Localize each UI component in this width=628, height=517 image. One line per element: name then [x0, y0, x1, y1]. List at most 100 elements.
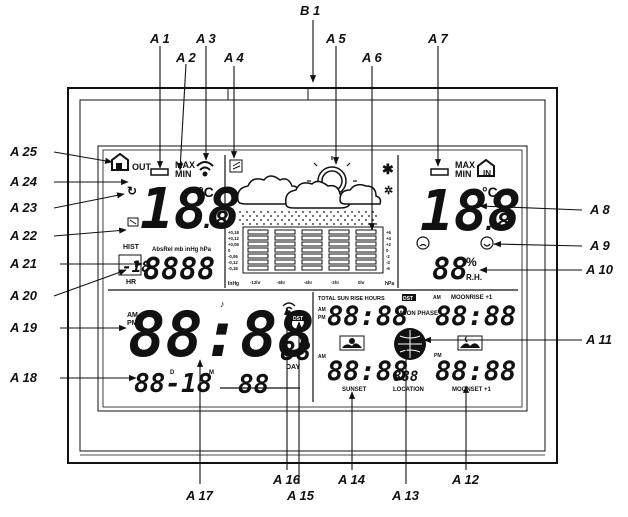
dst-box-time	[292, 314, 305, 321]
sunset-label: SUNSET	[342, 387, 367, 393]
callout-a4: A 4	[223, 50, 245, 65]
moonset-label: MOONSET +1	[452, 387, 492, 393]
callout-a16: A 16	[272, 472, 301, 487]
hpa-tick-label: -4	[386, 260, 390, 265]
battery-icon-indoor	[430, 168, 449, 176]
date-value: 88-18	[134, 369, 212, 399]
dst-box-sun	[402, 294, 416, 301]
hour-tick-label: -8hr	[277, 280, 285, 285]
bar-segment	[274, 235, 296, 241]
callout-a8: A 8	[589, 202, 611, 217]
bar-segment	[355, 265, 377, 271]
callout-a15: A 15	[286, 488, 315, 503]
rain-dot	[270, 215, 272, 217]
bar-segment	[328, 247, 350, 253]
rain-dot	[305, 223, 307, 225]
rain-dot	[291, 215, 293, 217]
callout-a2: A 2	[175, 50, 197, 65]
rain-dot	[281, 211, 283, 213]
hour-tick-label: -4hr	[304, 280, 312, 285]
sad-face-icon	[416, 236, 430, 250]
battery-icon-outdoor	[150, 168, 169, 176]
day-label: DAY	[286, 364, 300, 371]
bar-segment	[301, 265, 323, 271]
pressure-bar-graph: +0,18+0,12+0,060-0,06-0,12-0,18 +6+4+20-…	[228, 226, 392, 285]
bar-segment	[274, 241, 296, 247]
hour-tick-label: -2hr	[331, 280, 339, 285]
callout-a5: A 5	[325, 31, 347, 46]
bar-segment	[247, 241, 269, 247]
bar-segment	[274, 265, 296, 271]
date-m-label: M	[209, 370, 214, 376]
rain-dot	[249, 223, 251, 225]
rain-dot	[312, 215, 314, 217]
hpa-tick-label: +6	[386, 230, 392, 235]
sun-moon-section: TOTAL SUN RISE HOURS AM PM 88:88 DST MOO…	[318, 294, 516, 393]
rain-dot	[277, 223, 279, 225]
rain-dot	[358, 211, 360, 213]
rain-dot	[274, 211, 276, 213]
sunrise-pm-label: PM	[318, 315, 326, 321]
rain-dot	[284, 215, 286, 217]
rain-dot	[319, 215, 321, 217]
snowflake-icon: ✱	[382, 161, 394, 177]
bar-segment	[355, 247, 377, 253]
outdoor-celsius: °C	[198, 184, 214, 200]
bar-segment	[247, 253, 269, 259]
callout-a25: A 25	[9, 144, 38, 159]
indoor-temperature-decimal: .8	[482, 208, 511, 236]
bar-segment	[274, 253, 296, 259]
outdoor-temperature: 188	[140, 177, 241, 242]
rain-dot	[277, 215, 279, 217]
indoor-temperature: 188	[420, 179, 521, 244]
rain-dot	[288, 219, 290, 221]
rain-dot	[263, 215, 265, 217]
callout-a22: A 22	[9, 228, 38, 243]
min-label-indoor: MIN	[455, 169, 472, 179]
rain-dot	[288, 211, 290, 213]
callout-a12: A 12	[451, 472, 480, 487]
moonrise-value: 88:88	[435, 301, 516, 332]
rain-dot	[354, 215, 356, 217]
dst-label-sun: DST	[403, 296, 413, 302]
hr-label: HR	[126, 279, 136, 286]
callout-a24: A 24	[9, 174, 38, 189]
bar-segment	[247, 229, 269, 235]
cloud-icon	[236, 175, 382, 209]
hpa-tick-label: +2	[386, 242, 392, 247]
rain-dot	[260, 211, 262, 213]
bar-segment	[355, 259, 377, 265]
rain-dot	[253, 219, 255, 221]
rain-dot	[361, 215, 363, 217]
moonrise-am-label: AM	[433, 295, 441, 301]
rain-dot	[326, 223, 328, 225]
rain-dot	[368, 215, 370, 217]
hpa-tick-label: 0	[386, 248, 389, 253]
callout-labels: B 1 A 1 A 2 A 3 A 4 A 5 A 6 A 7 A 8 A 9 …	[9, 3, 614, 503]
bar-segment	[328, 229, 350, 235]
inhg-tick-label: +0,06	[228, 242, 239, 247]
heat-index-icon	[127, 217, 139, 227]
rain-dot	[242, 215, 244, 217]
wind-icon	[229, 159, 243, 173]
bar-segment	[355, 235, 377, 241]
rain-dot	[358, 219, 360, 221]
rain-dot	[260, 219, 262, 221]
bar-graph-frame	[242, 226, 384, 274]
moonrise-scene-icon	[457, 335, 483, 351]
hpa-tick-label: +4	[386, 236, 392, 241]
callout-a18: A 18	[9, 370, 38, 385]
sunrise-scene-icon	[339, 335, 365, 351]
rain-dot	[281, 219, 283, 221]
bar-segment	[247, 259, 269, 265]
pressure-units: AbsRel mb inHg hPa	[152, 247, 212, 253]
wifi-signal-icon	[196, 161, 214, 177]
sunrise-value: 88:88	[327, 301, 408, 332]
device-body	[67, 87, 558, 464]
rh-label: R.H.	[466, 273, 482, 282]
snowflake-small-icon: ✲	[384, 185, 393, 197]
callout-a19: A 19	[9, 320, 38, 335]
bar-segment	[328, 241, 350, 247]
rain-dot	[256, 215, 258, 217]
